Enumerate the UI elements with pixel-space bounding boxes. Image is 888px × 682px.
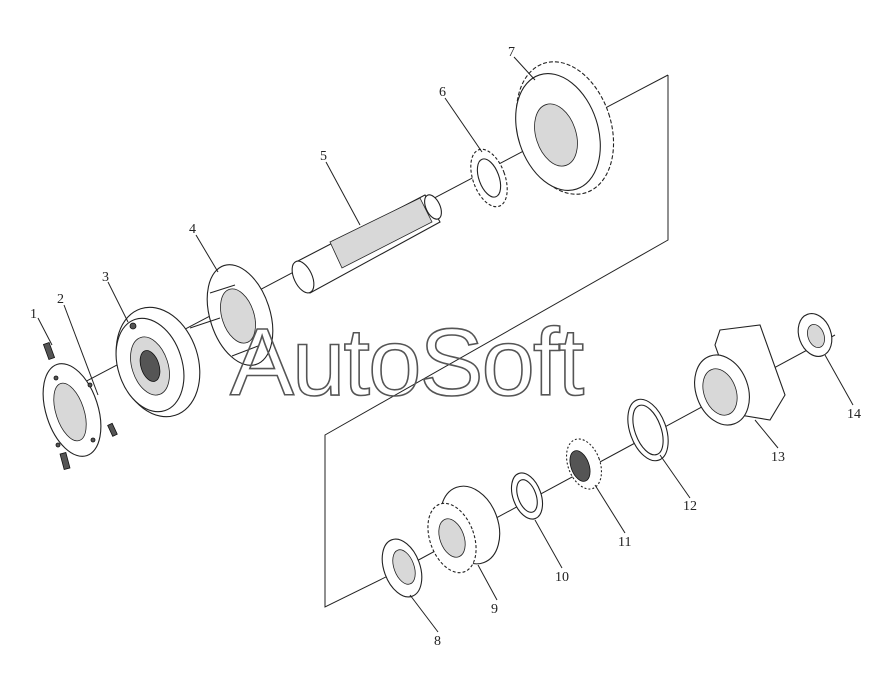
callout-1: 1 [30, 307, 37, 322]
part-10-ring [510, 472, 544, 520]
part-5-shaft [291, 194, 442, 294]
callout-7: 7 [508, 45, 515, 60]
leader-lines [37, 56, 854, 633]
part-1-bolts [42, 341, 118, 470]
autosoft-watermark: AutoSoft [230, 309, 584, 416]
callout-14: 14 [847, 407, 861, 422]
callout-11: 11 [618, 535, 631, 550]
part-8-washer [381, 538, 423, 598]
callout-3: 3 [102, 270, 109, 285]
callout-10: 10 [555, 570, 569, 585]
callout-4: 4 [189, 222, 196, 237]
callout-9: 9 [491, 602, 498, 617]
callout-5: 5 [320, 149, 327, 164]
part-4-carrier [189, 264, 274, 366]
callout-13: 13 [771, 450, 785, 465]
part-14-end-nut [797, 313, 833, 357]
part-6-gear-ring [470, 148, 508, 208]
part-13-housing [694, 324, 786, 426]
part-9-bearing [427, 485, 501, 574]
callout-12: 12 [683, 499, 697, 514]
part-12-seal [627, 398, 669, 462]
callout-numbers: 1 2 3 4 5 6 7 8 9 10 11 12 13 14 [30, 45, 861, 649]
callout-2: 2 [57, 292, 64, 307]
part-2-flange [42, 363, 102, 457]
part-7-gear [515, 61, 615, 195]
callout-6: 6 [439, 85, 446, 100]
part-11-nut [565, 438, 603, 490]
part-3-hub [115, 306, 201, 418]
callout-8: 8 [434, 634, 441, 649]
